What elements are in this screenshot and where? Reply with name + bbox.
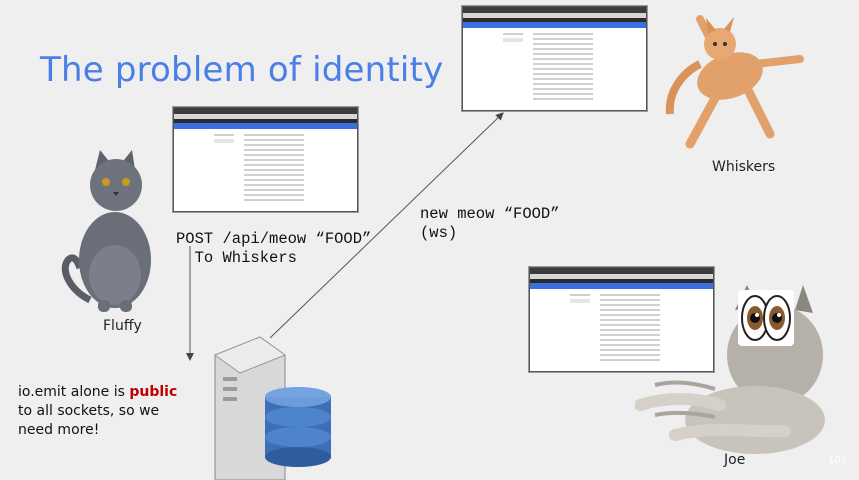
joe-cat-image bbox=[635, 285, 825, 454]
whiskers-browser-screenshot bbox=[462, 6, 647, 111]
joe-browser-screenshot bbox=[529, 267, 714, 372]
public-emit-note: io.emit alone is public to all sockets, … bbox=[18, 383, 218, 440]
page-number: 101 bbox=[827, 455, 847, 466]
right-request-line1: new meow “FOOD” bbox=[420, 205, 560, 223]
whiskers-cat-image bbox=[665, 15, 804, 149]
right-request-line2: (ws) bbox=[420, 224, 458, 242]
note-line3: need more! bbox=[18, 422, 100, 438]
fluffy-label: Fluffy bbox=[103, 318, 142, 334]
fluffy-browser-screenshot bbox=[173, 107, 358, 212]
slide-title: The problem of identity bbox=[40, 50, 444, 90]
whiskers-label: Whiskers bbox=[712, 159, 776, 175]
fluffy-cat-image bbox=[61, 150, 151, 312]
note-line2: to all sockets, so we bbox=[18, 403, 160, 419]
note-text-before: io.emit alone is bbox=[18, 384, 130, 400]
joe-label: Joe bbox=[724, 452, 746, 468]
note-emphasis: public bbox=[129, 384, 178, 400]
arrow-server-to-whiskers bbox=[269, 112, 504, 339]
eyes-icon bbox=[738, 290, 794, 346]
server-database-icon bbox=[213, 336, 331, 480]
left-request-line2: To Whiskers bbox=[176, 249, 297, 267]
left-request-line1: POST /api/meow “FOOD” bbox=[176, 230, 372, 248]
